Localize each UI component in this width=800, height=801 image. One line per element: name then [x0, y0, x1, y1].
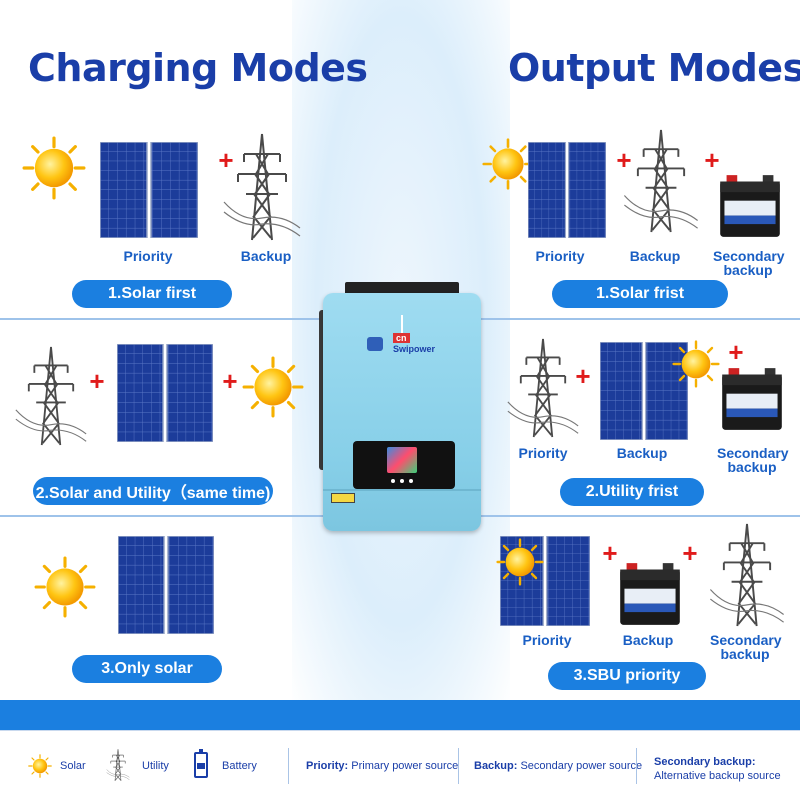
solar-panel-icon [100, 142, 198, 238]
power-tower-icon [14, 344, 88, 448]
brand-name: Swipower [393, 344, 436, 354]
battery-icon [720, 366, 784, 432]
output-mode-2-title: 2.Utility frist [560, 478, 704, 506]
label-backup: Backup [240, 248, 292, 264]
label-backup: Backup [622, 632, 674, 648]
label-secondary-backup: Secondary backup [710, 632, 782, 662]
label-priority: Priority [535, 248, 585, 264]
power-tower-icon [106, 748, 130, 782]
label-priority: Priority [123, 248, 173, 264]
footer-bar [0, 700, 800, 730]
legend-priority: Priority: Primary power source [306, 760, 459, 772]
inverter-body: cn Swipower [323, 293, 481, 531]
brand-prefix: cn [393, 333, 410, 343]
plus-sign: + [704, 145, 720, 175]
control-button[interactable] [409, 479, 413, 483]
output-modes-heading: Output Modes [508, 46, 800, 90]
label-priority: Priority [522, 632, 572, 648]
charging-mode-2-title: 2.Solar and Utility（same time) [33, 477, 273, 505]
label-backup: Backup [616, 445, 668, 461]
label-priority: Priority [518, 445, 568, 461]
plus-sign: + [575, 361, 591, 391]
legend-divider [458, 748, 459, 784]
control-button[interactable] [400, 479, 404, 483]
solar-panel-icon [118, 536, 214, 634]
sun-icon [672, 340, 720, 388]
label-secondary-backup: Secondary backup [717, 445, 789, 475]
sun-icon [496, 538, 544, 586]
plus-sign: + [616, 145, 632, 175]
control-panel [353, 441, 455, 489]
divider [468, 318, 800, 320]
charging-mode-1-title: 1.Solar first [72, 280, 232, 308]
legend-utility: Utility [142, 760, 169, 772]
battery-icon [194, 749, 208, 778]
sun-icon [482, 138, 534, 190]
plus-sign: + [682, 538, 698, 568]
power-tower-icon [708, 522, 786, 628]
divider [0, 318, 330, 320]
brand-logo-icon [367, 337, 383, 351]
lcd-screen [387, 447, 417, 473]
plus-sign: + [728, 337, 744, 367]
output-mode-3-title: 3.SBU priority [548, 662, 706, 690]
solar-panel-icon [528, 142, 606, 238]
sun-icon [34, 556, 96, 618]
plus-sign: + [222, 366, 238, 396]
divider [0, 515, 330, 517]
warning-label [331, 493, 355, 503]
legend-solar: Solar [60, 760, 86, 772]
indicator-strip [401, 315, 403, 337]
power-tower-icon [222, 132, 302, 242]
power-tower-icon [622, 128, 700, 234]
legend-divider [636, 748, 637, 784]
battery-icon [718, 173, 782, 239]
plus-sign: + [218, 145, 234, 175]
panel-seam [323, 489, 481, 491]
divider [468, 515, 800, 517]
legend-divider [288, 748, 289, 784]
plus-sign: + [89, 366, 105, 396]
legend-battery: Battery [222, 760, 257, 772]
label-backup: Backup [629, 248, 681, 264]
legend-panel [0, 730, 800, 801]
sun-icon [22, 136, 86, 200]
plus-sign: + [602, 538, 618, 568]
label-secondary-backup: Secondary backup [713, 248, 785, 278]
sun-icon [28, 754, 52, 778]
legend-secondary-backup: Secondary backup: Alternative backup sou… [654, 756, 781, 782]
control-button[interactable] [391, 479, 395, 483]
battery-icon [618, 561, 682, 627]
charging-mode-3-title: 3.Only solar [72, 655, 222, 683]
sun-icon [242, 356, 304, 418]
solar-panel-icon [117, 344, 213, 442]
power-tower-icon [506, 336, 580, 440]
charging-modes-heading: Charging Modes [28, 46, 368, 90]
output-mode-1-title: 1.Solar frist [552, 280, 728, 308]
legend-backup: Backup: Secondary power source [474, 760, 643, 772]
